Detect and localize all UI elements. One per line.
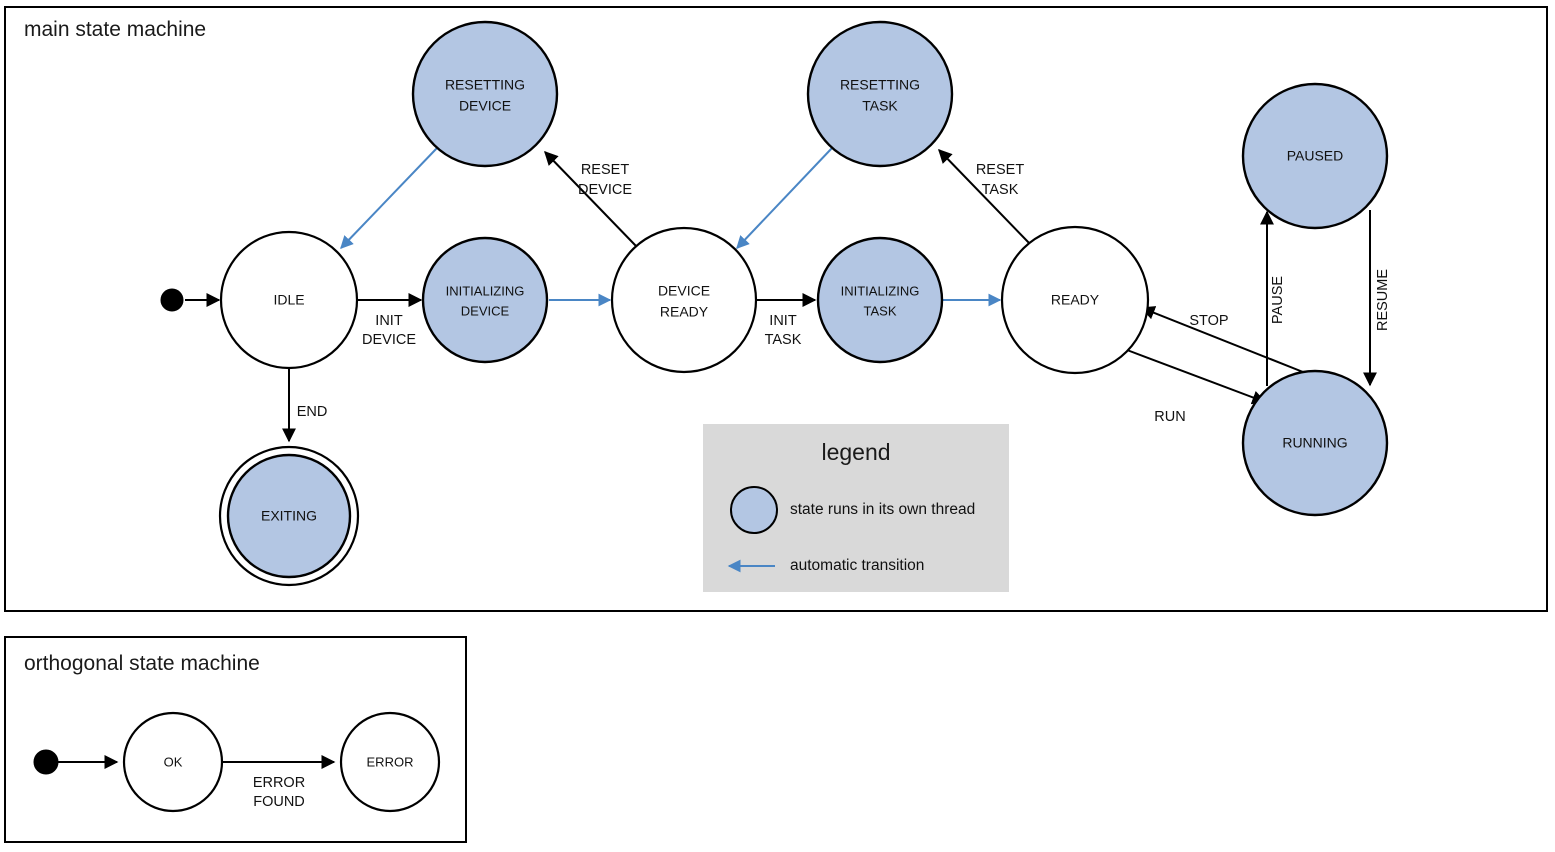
transition-label-run: RUN [1154,409,1185,425]
main-transitions-layer [185,147,1377,443]
state-circle-paused[interactable] [1241,82,1389,230]
orthogonal-states-layer: OK ERROR [33,711,441,813]
state-node-idle[interactable]: IDLE [219,230,359,370]
state-circle-exiting[interactable] [226,453,352,579]
state-label-paused: PAUSED [1287,148,1344,164]
transition-label-stop: STOP [1189,313,1228,329]
state-node-initializing-task[interactable]: INITIALIZING TASK [816,236,944,364]
state-node-initializing-device[interactable]: INITIALIZING DEVICE [421,236,549,364]
state-label-initializing-task-line1: INITIALIZING [841,283,920,298]
state-circle-running[interactable] [1241,369,1389,517]
state-label-initializing-device-line2: DEVICE [461,303,510,318]
state-label-idle: IDLE [273,292,304,308]
main-state-machine-frame: main state machine [4,6,1548,612]
state-circle-device-ready[interactable] [610,226,758,374]
state-label-resetting-task-line2: TASK [862,98,898,114]
state-node-paused[interactable]: PAUSED [1241,82,1389,230]
state-label-error: ERROR [367,754,414,769]
legend-item-automatic-transition-label: automatic transition [790,557,924,574]
legend: legend state runs in its own thread auto… [703,424,1009,592]
state-circle-idle[interactable] [219,230,359,370]
state-node-running[interactable]: RUNNING [1241,369,1389,517]
state-label-resetting-device-line1: RESETTING [445,77,525,93]
state-node-ready[interactable]: READY [1000,225,1150,375]
orthogonal-frame-border [4,636,467,843]
transition-label-error-found-line2: FOUND [253,794,305,810]
transition-label-reset-task-line2: TASK [982,182,1019,198]
transition-label-pause: PAUSE [1270,276,1286,324]
state-node-device-ready[interactable]: DEVICE READY [610,226,758,374]
state-label-device-ready-line1: DEVICE [658,283,710,299]
state-node-error[interactable]: ERROR [339,711,441,813]
transition-label-error-found-line1: ERROR [253,775,305,791]
transition-label-reset-device-line1: RESET [581,162,629,178]
main-frame-title: main state machine [24,18,206,41]
state-circle-error[interactable] [339,711,441,813]
transition-resetting-task-device-ready [736,147,833,249]
state-label-resetting-device-line2: DEVICE [459,98,511,114]
state-label-ready: READY [1051,292,1100,308]
legend-title: legend [821,439,890,465]
state-node-ok[interactable]: OK [122,711,224,813]
main-transition-labels-layer: INIT DEVICE RESET DEVICE INIT TASK RESET… [297,162,1391,425]
transition-label-reset-device-line2: DEVICE [578,182,632,198]
state-circle-initializing-device[interactable] [421,236,549,364]
transition-label-init-task-line1: INIT [769,313,797,329]
state-node-resetting-device[interactable]: RESETTING DEVICE [411,20,559,168]
state-label-exiting: EXITING [261,508,317,524]
state-label-running: RUNNING [1282,435,1347,451]
transition-device-ready-resetting-device [544,150,637,247]
transition-label-init-device-line2: DEVICE [362,332,416,348]
transition-running-ready [1140,306,1304,373]
state-circle-resetting-task[interactable] [806,20,954,168]
transition-label-resume: RESUME [1375,269,1391,331]
state-circle-initializing-task[interactable] [816,236,944,364]
legend-item-thread-state-label: state runs in its own thread [790,501,975,518]
orthogonal-transition-labels-layer: ERROR FOUND [253,775,305,810]
transition-ready-running [1126,349,1267,405]
transition-label-reset-task-line1: RESET [976,162,1024,178]
transition-ready-resetting-task [938,148,1032,246]
transition-label-end: END [297,404,328,420]
transition-label-init-device-line1: INIT [375,313,403,329]
state-label-resetting-task-line1: RESETTING [840,77,920,93]
main-frame-border [4,6,1548,612]
state-label-ok: OK [164,754,183,769]
transition-resetting-device-idle [340,147,438,249]
state-node-resetting-task[interactable]: RESETTING TASK [806,20,954,168]
state-circle-ok[interactable] [122,711,224,813]
state-node-exiting[interactable]: EXITING [218,445,360,587]
legend-filled-circle-icon [730,486,778,534]
state-label-initializing-device-line1: INITIALIZING [446,283,525,298]
initial-state-dot [160,288,184,312]
orthogonal-frame-title: orthogonal state machine [24,652,260,675]
state-label-device-ready-line2: READY [660,304,709,320]
initial-state-dot-orthogonal [33,749,59,775]
main-states-layer: IDLE RESETTING DEVICE INITIALIZING DEVIC… [160,20,1389,587]
state-circle-ready[interactable] [1000,225,1150,375]
transition-label-init-task-line2: TASK [765,332,802,348]
state-label-initializing-task-line2: TASK [864,303,897,318]
orthogonal-state-machine-frame: orthogonal state machine [4,636,467,843]
state-circle-resetting-device[interactable] [411,20,559,168]
